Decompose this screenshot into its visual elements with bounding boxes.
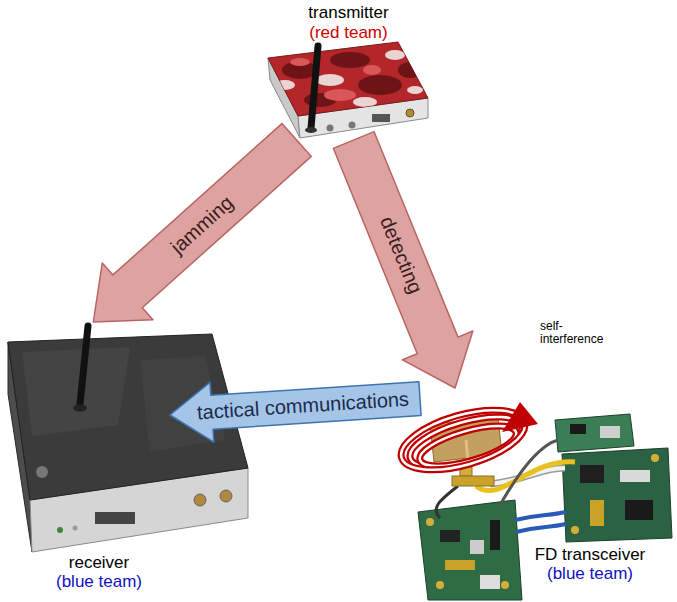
fd-transceiver-hardware-part <box>470 540 484 554</box>
node-text-group: receiver(blue team) <box>28 553 170 592</box>
annotation-label: self-interference <box>540 320 608 346</box>
fd-transceiver-hardware-part <box>515 512 566 520</box>
receiver-device-part <box>220 490 232 502</box>
fd-transceiver-hardware-part <box>555 414 634 452</box>
edge-label: tactical communications <box>197 388 410 425</box>
fd-transceiver-hardware-part <box>516 524 566 532</box>
team-label: (blue team) <box>535 564 646 584</box>
device-name: transmitter <box>262 3 435 23</box>
fd-transceiver-hardware-part <box>571 526 579 534</box>
fd-transceiver-hardware-part <box>426 518 434 526</box>
communication-arrow <box>170 382 421 443</box>
camouflage-pattern-part <box>324 89 356 101</box>
camouflage-pattern-part <box>330 52 370 68</box>
fd-transceiver-hardware-part <box>490 520 500 550</box>
device-name: receiver <box>28 553 170 573</box>
edge-label-holder: detecting <box>375 214 427 298</box>
camouflage-pattern-part <box>385 50 405 60</box>
transmitter-device-part <box>327 125 334 132</box>
jamming-arrow <box>93 124 311 322</box>
team-label: (red team) <box>262 23 435 43</box>
receiver-device-part <box>57 527 63 533</box>
receiver-device-part <box>194 494 206 506</box>
camouflage-pattern-part <box>316 74 344 86</box>
fd-transceiver-hardware-part <box>580 465 604 483</box>
camouflage-pattern-part <box>290 58 310 66</box>
edge-label: jamming <box>166 191 238 259</box>
receiver-device-part <box>80 326 88 404</box>
fd-transceiver-hardware-part <box>600 426 620 438</box>
detecting-arrow <box>333 132 472 388</box>
edge-label-holder: tactical communications <box>197 388 410 425</box>
fd-transceiver-hardware-part <box>452 476 494 486</box>
transmitter-device-part <box>372 114 390 122</box>
receiver-device-part <box>73 526 78 531</box>
edge-label-holder: jamming <box>166 191 238 259</box>
self-interference-loop-part <box>502 402 538 432</box>
fd-transceiver-hardware-part <box>590 500 604 526</box>
transmitter-device-part <box>268 42 428 116</box>
edge-label: detecting <box>375 214 427 298</box>
label-holder: self-interference <box>540 320 608 346</box>
fd-transceiver-hardware-part <box>440 530 460 542</box>
receiver-node: receiver(blue team) <box>28 322 170 598</box>
fd-transceiver-hardware-part <box>651 454 659 462</box>
node-text-group: FD transceiver(blue team) <box>535 545 646 584</box>
device-name: FD transceiver <box>535 545 646 565</box>
fd-transceiver-hardware-part <box>620 470 650 482</box>
fd-transceiver-hardware-part <box>562 448 672 542</box>
transmitter-device <box>268 42 428 138</box>
transmitter-device-part <box>349 122 356 129</box>
transmitter-device-part <box>305 127 317 133</box>
transmitter-device-part <box>311 46 318 128</box>
fd-transceiver-hardware-part <box>570 424 586 434</box>
fd-transceiver-hardware-part <box>418 500 522 600</box>
receiver-device-part <box>73 405 87 412</box>
camouflage-pattern-part <box>358 75 402 95</box>
fd-transceiver-hardware-part <box>501 581 509 589</box>
node-text-group: transmitter(red team) <box>262 3 435 42</box>
fd-transceiver-hardware-part <box>625 500 653 520</box>
transmitter-device-part <box>406 109 414 117</box>
transceiver-node: FD transceiver(blue team) <box>420 388 674 600</box>
transmitter-node: transmitter(red team) <box>262 0 435 140</box>
receiver-device-part <box>22 347 130 436</box>
camouflage-pattern-part <box>363 65 381 75</box>
receiver-device-part <box>95 512 135 524</box>
fd-transceiver-hardware-part <box>445 560 475 570</box>
fd-transceiver-hardware <box>418 414 672 600</box>
fd-transceiver-hardware-part <box>480 575 500 589</box>
team-label: (blue team) <box>28 572 170 592</box>
camouflage-pattern-part <box>407 86 423 94</box>
camouflage-pattern-part <box>275 80 295 90</box>
receiver-device-part <box>36 466 48 478</box>
fd-transceiver-hardware-part <box>436 486 458 518</box>
camouflage-pattern <box>275 50 423 107</box>
camouflage-pattern-part <box>353 97 377 107</box>
camouflage-pattern-part <box>398 62 422 78</box>
fd-transceiver-hardware-part <box>436 581 444 589</box>
